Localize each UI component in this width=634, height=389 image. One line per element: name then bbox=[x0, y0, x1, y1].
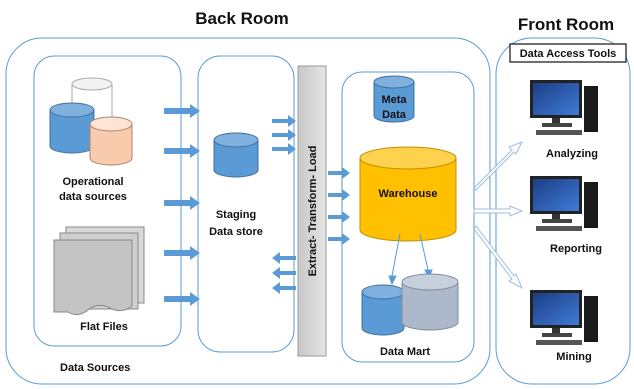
arrow-icon bbox=[328, 167, 350, 179]
operational-label-line1: Operational bbox=[62, 176, 123, 188]
warehouse-to-tools-arrows bbox=[473, 141, 524, 290]
arrow-icon bbox=[272, 267, 296, 279]
arrow-icon bbox=[272, 282, 296, 294]
arrow-icon bbox=[328, 189, 350, 201]
flat-files-icon bbox=[53, 226, 145, 316]
staging-panel bbox=[197, 55, 295, 353]
reporting-label: Reporting bbox=[550, 243, 602, 255]
data-sources-label: Data Sources bbox=[60, 362, 130, 374]
warehouse-label: Warehouse bbox=[379, 188, 438, 200]
arrow-icon bbox=[164, 246, 200, 260]
arrow-icon bbox=[164, 104, 200, 118]
meta-data-db-icon bbox=[373, 75, 415, 123]
arrow-icon bbox=[328, 233, 350, 245]
arrow-icon bbox=[164, 292, 200, 306]
tools-header-label: Data Access Tools bbox=[520, 48, 617, 60]
data-mart-label: Data Mart bbox=[380, 346, 430, 358]
arrow-icon bbox=[272, 143, 296, 155]
arrow-icon bbox=[164, 144, 200, 158]
arrow-icon bbox=[164, 196, 200, 210]
etl-bar bbox=[297, 65, 327, 357]
computer-icon bbox=[530, 290, 598, 345]
front-room-title: Front Room bbox=[518, 15, 614, 34]
etl-to-warehouse-arrows bbox=[328, 167, 350, 245]
analyzing-label: Analyzing bbox=[546, 148, 598, 160]
flat-files-label: Flat Files bbox=[80, 321, 128, 333]
etl-label: Extract- Transform- Load bbox=[307, 146, 319, 277]
operational-label-line2: data sources bbox=[59, 191, 127, 203]
arrow-icon bbox=[473, 205, 524, 217]
arrow-icon bbox=[272, 115, 296, 127]
staging-db-icon bbox=[213, 132, 259, 178]
staging-label-line1: Staging bbox=[216, 209, 256, 221]
arrow-icon bbox=[473, 141, 524, 191]
mining-label: Mining bbox=[556, 351, 591, 363]
staging-label-line2: Data store bbox=[209, 226, 263, 238]
computer-icon bbox=[530, 80, 598, 135]
warehouse-db-icon bbox=[359, 146, 457, 242]
arrow-icon bbox=[272, 129, 296, 141]
arrow-icon bbox=[473, 225, 524, 290]
source-to-staging-arrows bbox=[164, 104, 200, 306]
data-mart-db-icon bbox=[361, 273, 459, 336]
staging-to-etl-arrows bbox=[272, 115, 296, 294]
tools-header-box bbox=[509, 43, 627, 63]
arrow-icon bbox=[328, 211, 350, 223]
arrow-icon bbox=[272, 252, 296, 264]
operational-db-icon bbox=[49, 77, 133, 166]
back-room-title: Back Room bbox=[195, 9, 289, 28]
meta-data-label-line2: Data bbox=[382, 109, 407, 121]
computer-icon bbox=[530, 176, 598, 231]
meta-data-label-line1: Meta bbox=[381, 94, 407, 106]
